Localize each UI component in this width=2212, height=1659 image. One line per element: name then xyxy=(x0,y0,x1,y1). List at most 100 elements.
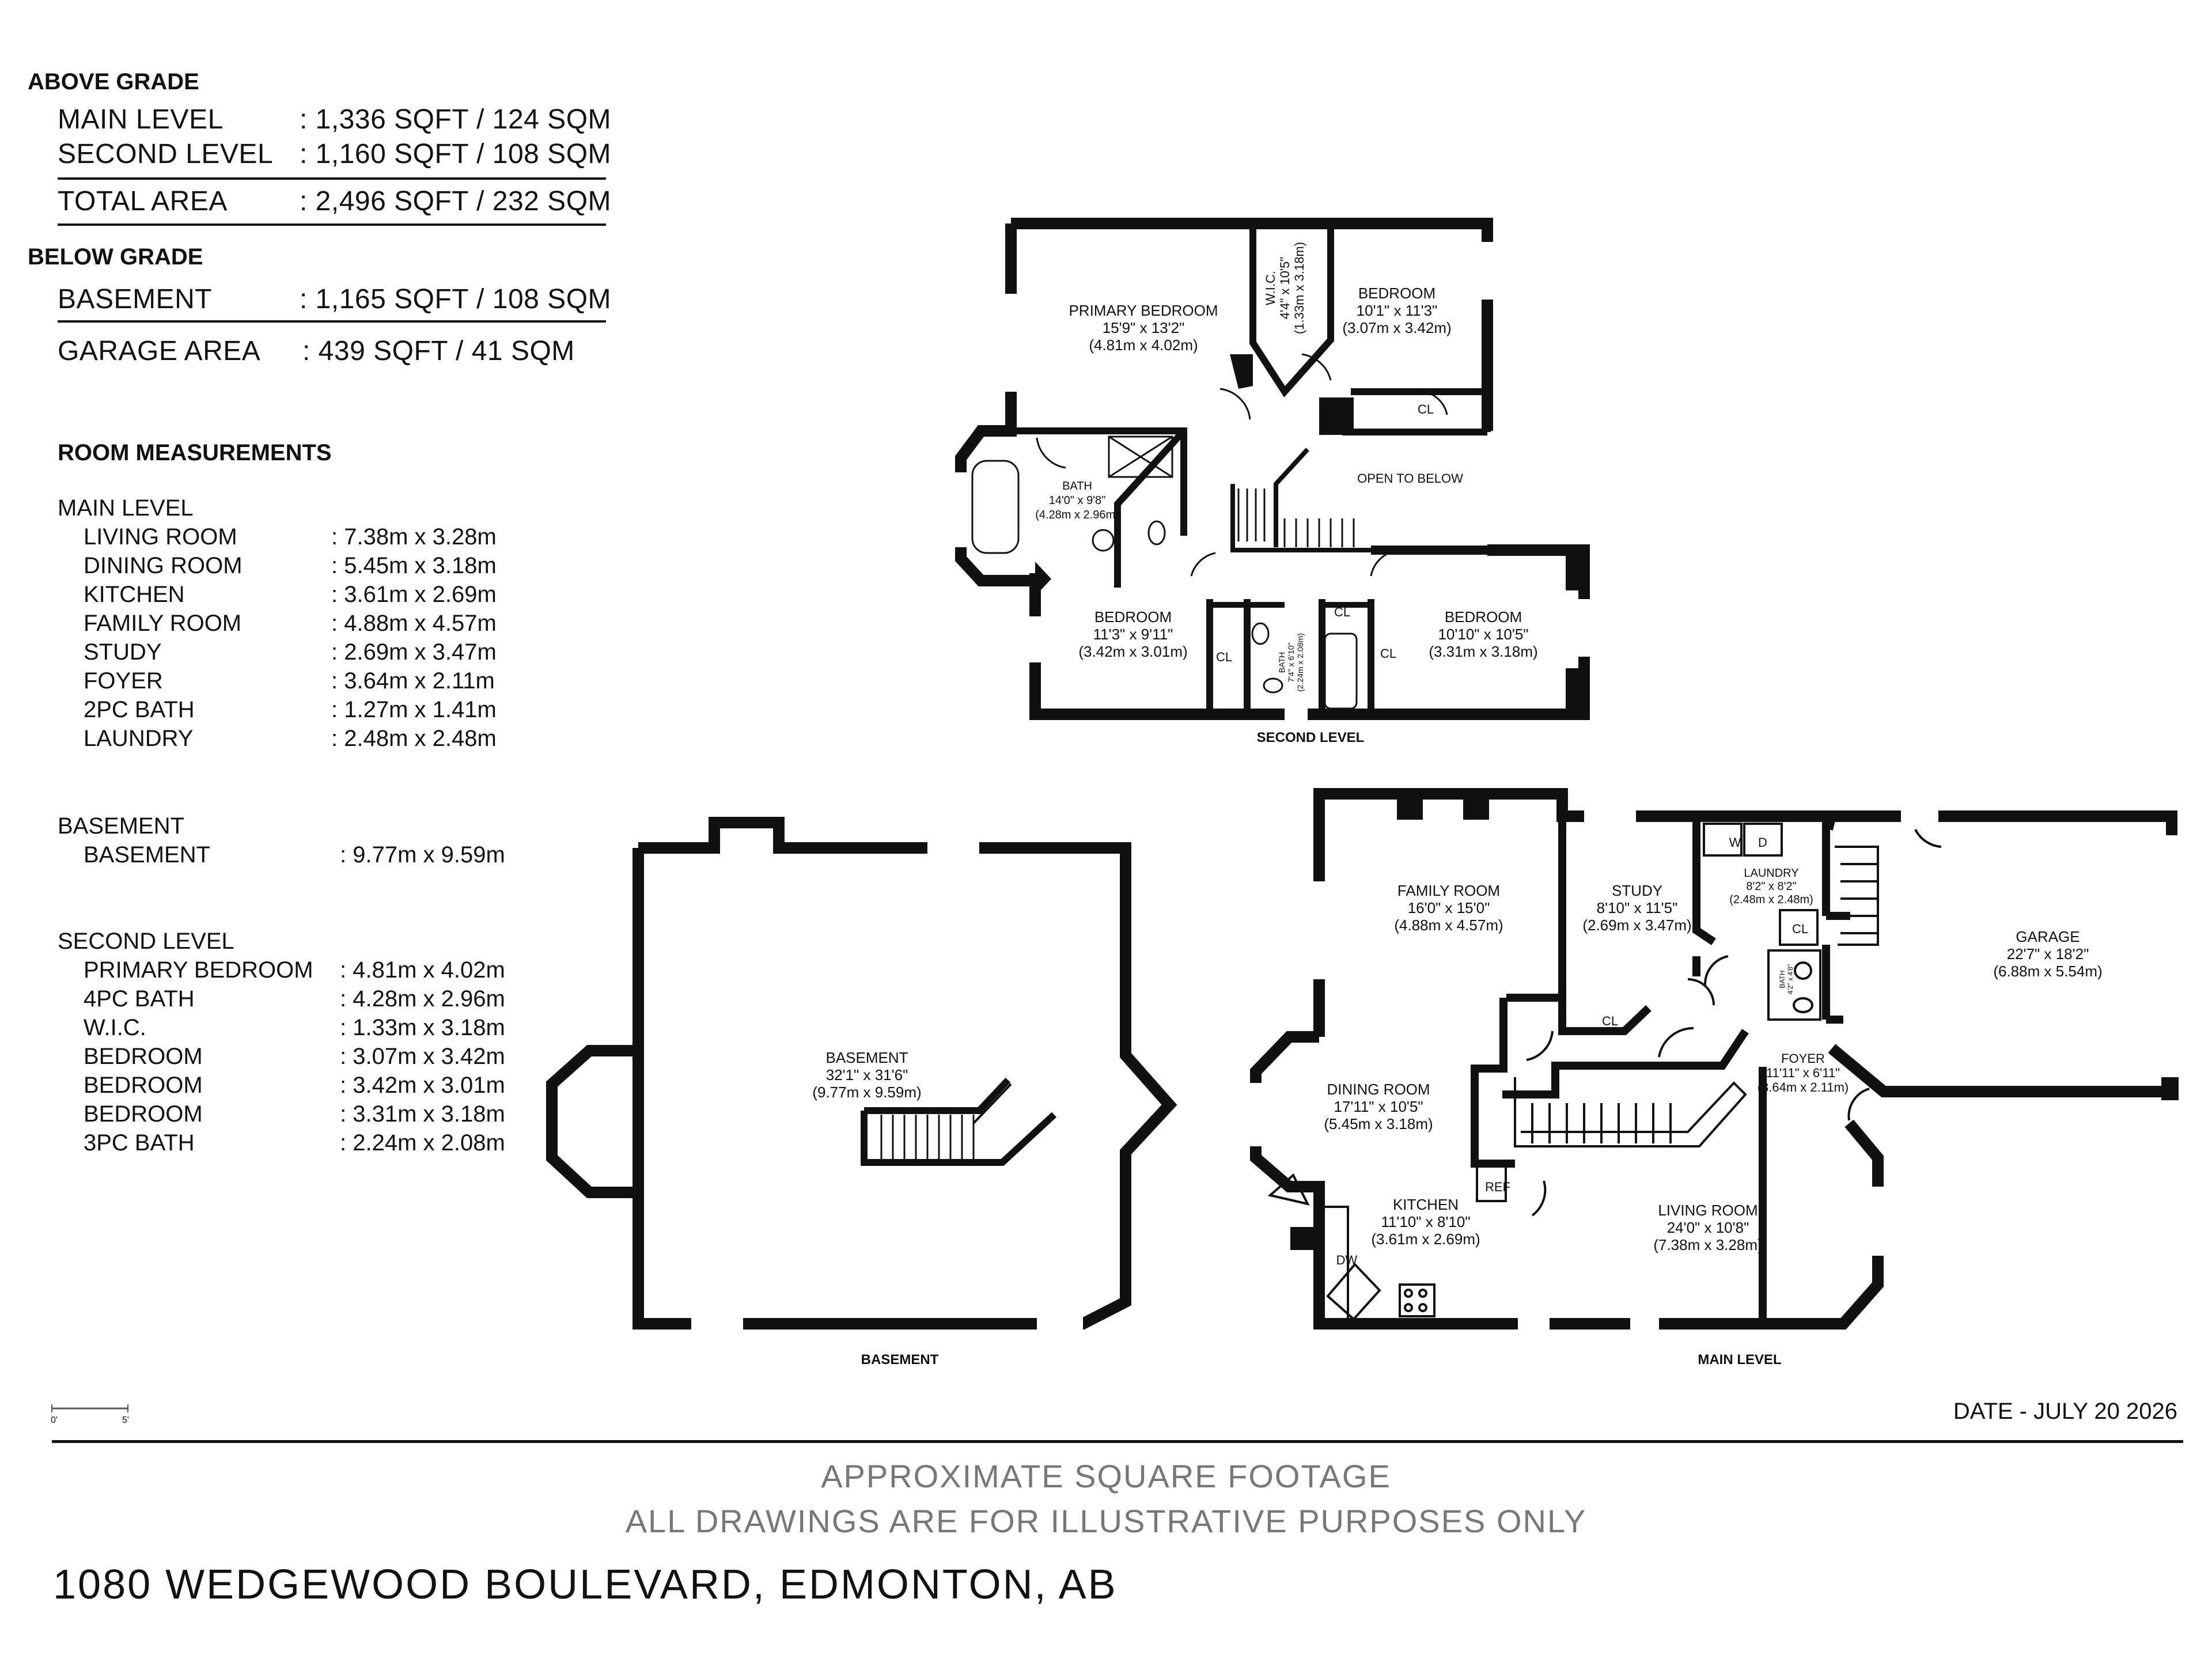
below-grade-title: BELOW GRADE xyxy=(28,244,203,270)
measurement-room-name: FAMILY ROOM xyxy=(84,611,242,636)
open-to-below-label: OPEN TO BELOW xyxy=(1357,471,1463,486)
main-level-measurements-heading: MAIN LEVEL xyxy=(58,495,194,521)
primary-bedroom-dim-m: (4.81m x 4.02m) xyxy=(1089,336,1198,354)
main-level-stairs xyxy=(1267,823,1942,1217)
closet-label: CL xyxy=(1334,605,1350,619)
total-area-value: : 2,496 SQFT / 232 SQM xyxy=(300,186,612,217)
measurement-room-name: BEDROOM xyxy=(84,1101,203,1127)
dryer-label: D xyxy=(1758,835,1767,850)
bath-4pc-label: BATH xyxy=(1062,480,1092,493)
wic-dim-m: (1.33m x 3.18m) xyxy=(1292,242,1306,334)
measurement-room-value: : 2.24m x 2.08m xyxy=(340,1130,505,1156)
scale-end-label: 5' xyxy=(122,1415,129,1425)
main-level-kitchen xyxy=(1321,1083,1507,1323)
basement-rule xyxy=(58,320,606,323)
study-dim-m: (2.69m x 3.47m) xyxy=(1582,916,1691,934)
footer-rule xyxy=(52,1440,2183,1443)
family-room-label: FAMILY ROOM xyxy=(1397,882,1500,899)
garage-label: GARAGE xyxy=(2016,928,2080,945)
basement-stairs xyxy=(861,1077,1057,1166)
second-level-area-value: : 1,160 SQFT / 108 SQM xyxy=(300,139,612,169)
dishwasher-label: DW xyxy=(1336,1253,1358,1267)
total-rule-top xyxy=(58,177,606,180)
basement-labels: BASEMENT 32'1" x 31'6" (9.77m x 9.59m) B… xyxy=(812,1049,938,1368)
living-room-label: LIVING ROOM xyxy=(1658,1202,1758,1219)
measurement-room-name: KITCHEN xyxy=(84,582,185,607)
basement-room-dim-m: (9.77m x 9.59m) xyxy=(812,1084,921,1101)
closet-label: CL xyxy=(1380,646,1396,661)
measurement-room-name: FOYER xyxy=(84,668,163,694)
measurement-room-name: 3PC BATH xyxy=(84,1130,195,1156)
main-level-area-value: : 1,336 SQFT / 124 SQM xyxy=(300,104,612,135)
closet-label: CL xyxy=(1792,922,1808,936)
measurement-room-value: : 3.07m x 3.42m xyxy=(340,1044,505,1069)
measurement-room-name: DINING ROOM xyxy=(84,553,243,578)
foyer-dim-m: (3.64m x 2.11m) xyxy=(1758,1080,1849,1094)
garage-area-label: GARAGE AREA xyxy=(58,336,261,366)
bedroom-se-dim-m: (3.31m x 3.18m) xyxy=(1429,643,1537,660)
property-address: 1080 WEDGEWOOD BOULEVARD, EDMONTON, AB xyxy=(53,1562,1118,1608)
study-label: STUDY xyxy=(1612,882,1662,899)
bath-3pc-dim-m: (2.24m x 2.08m) xyxy=(1296,633,1305,692)
bedroom-se-label: BEDROOM xyxy=(1445,608,1522,626)
closet-label: CL xyxy=(1418,402,1434,416)
main-level-windows xyxy=(1249,810,2178,1330)
laundry-label: LAUNDRY xyxy=(1744,867,1798,880)
kitchen-dim-m: (3.61m x 2.69m) xyxy=(1371,1230,1480,1248)
basement-plan xyxy=(546,817,1177,1330)
main-level-area-label: MAIN LEVEL xyxy=(58,104,224,135)
second-level-details xyxy=(971,353,1448,710)
bedroom-sw-dim-m: (3.42m x 3.01m) xyxy=(1078,643,1187,660)
second-level-windows xyxy=(955,242,1590,721)
approx-note-line1: APPROXIMATE SQUARE FOOTAGE xyxy=(821,1458,1391,1494)
approx-note-line2: ALL DRAWINGS ARE FOR ILLUSTRATIVE PURPOS… xyxy=(625,1503,1587,1539)
living-room-dim-ft: 24'0" x 10'8" xyxy=(1667,1219,1749,1236)
basement-area-value: : 1,165 SQFT / 108 SQM xyxy=(300,284,612,315)
basement-room-label: BASEMENT xyxy=(825,1049,908,1066)
bedroom-ne-label: BEDROOM xyxy=(1358,285,1435,302)
second-level-wall-blocks xyxy=(1035,354,1584,714)
garage-dim-m: (6.88m x 5.54m) xyxy=(1993,963,2102,980)
total-area-label: TOTAL AREA xyxy=(58,186,228,217)
garage-dim-ft: 22'7" x 18'2" xyxy=(2007,945,2089,963)
scale-start-label: 0' xyxy=(51,1415,58,1425)
closet-label: CL xyxy=(1602,1014,1618,1028)
measurement-room-value: : 3.61m x 2.69m xyxy=(331,582,497,607)
measurement-room-value: : 4.28m x 2.96m xyxy=(340,986,505,1012)
laundry-dim-m: (2.48m x 2.48m) xyxy=(1729,893,1813,906)
date-label: DATE - JULY 20 2026 xyxy=(1953,1399,2177,1424)
bath-4pc-dim-m: (4.28m x 2.96m) xyxy=(1035,509,1119,521)
measurement-room-value: : 1.27m x 1.41m xyxy=(331,697,497,722)
measurement-room-value: : 4.81m x 4.02m xyxy=(340,957,505,983)
laundry-dim-ft: 8'2" x 8'2" xyxy=(1746,880,1796,893)
second-level-plan xyxy=(955,218,1590,720)
dining-room-dim-ft: 17'11" x 10'5" xyxy=(1334,1098,1423,1115)
measurement-room-value: : 3.31m x 3.18m xyxy=(340,1101,505,1127)
basement-area-label: BASEMENT xyxy=(58,284,213,315)
measurement-room-value: : 5.45m x 3.18m xyxy=(331,553,497,578)
washer-label: W xyxy=(1729,835,1741,850)
main-level-wall-blocks xyxy=(1290,794,2179,1250)
measurement-room-value: : 9.77m x 9.59m xyxy=(340,842,505,868)
measurement-room-name: W.I.C. xyxy=(84,1015,146,1040)
primary-bedroom-dim-ft: 15'9" x 13'2" xyxy=(1103,319,1185,336)
measurement-room-value: : 3.64m x 2.11m xyxy=(331,668,495,694)
second-level-labels: PRIMARY BEDROOM 15'9" x 13'2" (4.81m x 4… xyxy=(1035,242,1537,745)
bedroom-se-dim-ft: 10'10" x 10'5" xyxy=(1438,626,1528,643)
dining-room-dim-m: (5.45m x 3.18m) xyxy=(1324,1115,1433,1132)
second-level-caption: SECOND LEVEL xyxy=(1257,730,1365,745)
main-level-caption: MAIN LEVEL xyxy=(1698,1352,1781,1368)
measurement-room-name: BEDROOM xyxy=(84,1073,203,1098)
kitchen-dim-ft: 11'10" x 8'10" xyxy=(1381,1213,1470,1230)
measurement-room-value: : 1.33m x 3.18m xyxy=(340,1015,505,1040)
bath-2pc-dim: 4'2" x 4'8" xyxy=(1786,964,1794,994)
basement-measurements-heading: BASEMENT xyxy=(58,813,185,839)
fridge-label: REF xyxy=(1485,1180,1510,1194)
foyer-dim-ft: 11'11" x 6'11" xyxy=(1766,1066,1840,1080)
basement-windows xyxy=(691,842,1083,1330)
measurement-room-value: : 2.69m x 3.47m xyxy=(331,639,497,665)
wic-label: W.I.C. xyxy=(1263,271,1278,305)
bath-4pc-dim-ft: 14'0" x 9'8" xyxy=(1049,494,1106,507)
main-level-labels: FAMILY ROOM 16'0" x 15'0" (4.88m x 4.57m… xyxy=(1324,835,2102,1368)
